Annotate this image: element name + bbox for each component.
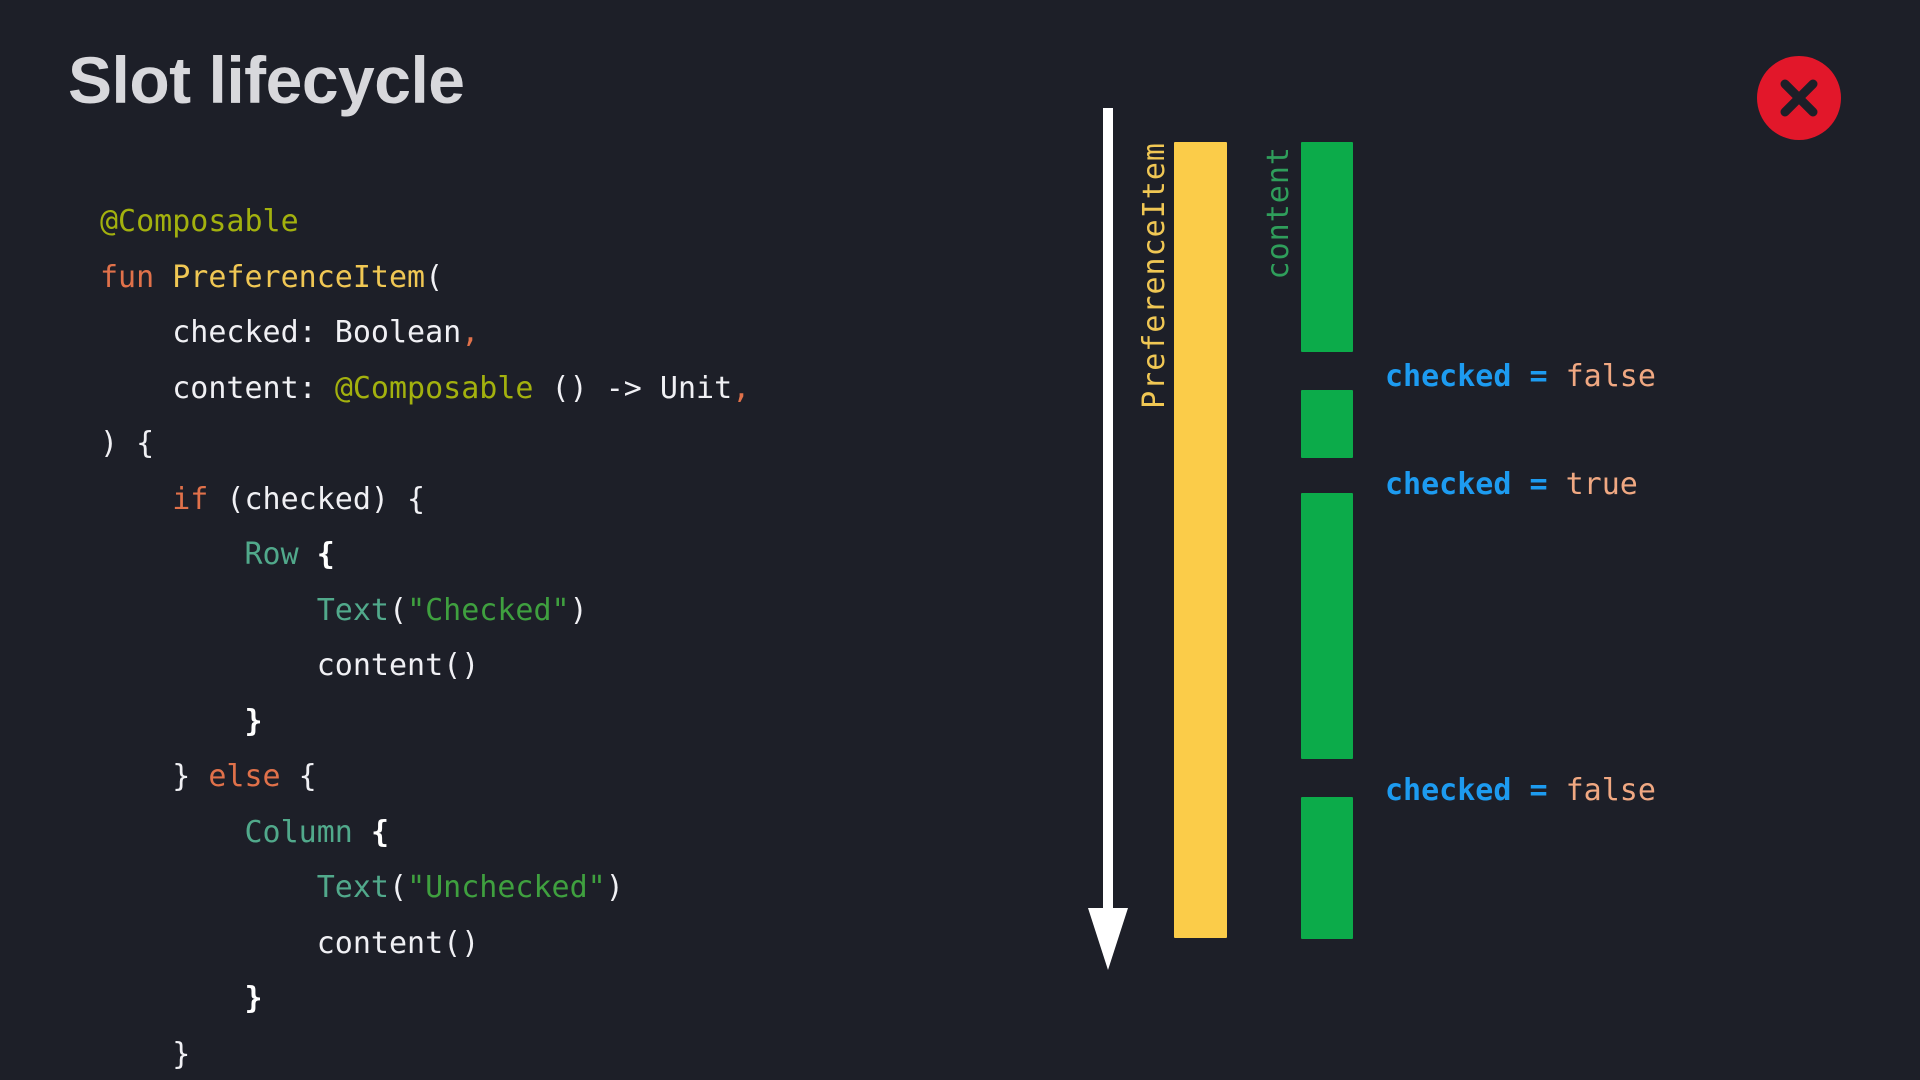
- code-line: checked: Boolean,: [100, 305, 750, 361]
- code-line: content(): [100, 916, 750, 972]
- code-token: }: [100, 1036, 191, 1072]
- code-token: fun: [100, 259, 173, 295]
- code-line: ) {: [100, 416, 750, 472]
- code-line: Text("Checked"): [100, 583, 750, 639]
- code-token: @Composable: [334, 370, 534, 406]
- state-label-key: checked =: [1385, 773, 1548, 808]
- code-token: }: [100, 759, 209, 794]
- code-token: ,: [732, 370, 751, 406]
- state-label-key: checked =: [1385, 467, 1548, 502]
- lifetime-bar-content: [1301, 142, 1353, 352]
- state-label: checked = true: [1385, 467, 1638, 502]
- code-token: "Unchecked": [407, 870, 606, 905]
- code-line: Row {: [100, 527, 750, 583]
- code-line: }: [100, 1027, 750, 1080]
- code-line: @Composable: [100, 194, 750, 250]
- track-label-content: content: [1261, 146, 1296, 280]
- code-token: Text: [316, 870, 389, 905]
- code-token: if: [172, 481, 209, 517]
- time-arrow-icon: [1082, 108, 1134, 983]
- state-label-value: true: [1547, 467, 1638, 502]
- code-line: content: @Composable () -> Unit,: [100, 361, 750, 417]
- code-token: (: [389, 592, 408, 628]
- code-token: ) {: [100, 426, 155, 461]
- code-token: content(): [100, 925, 480, 961]
- code-line: content(): [100, 638, 750, 694]
- lifetime-bar-content: [1301, 797, 1353, 939]
- code-token: (: [389, 870, 408, 905]
- state-label-value: false: [1547, 773, 1656, 808]
- code-line: } else {: [100, 749, 750, 805]
- code-token: ,: [461, 315, 480, 350]
- lifetime-bar-preferenceitem: [1174, 142, 1227, 938]
- code-line: }: [100, 694, 750, 750]
- code-token: checked: Boolean: [100, 315, 462, 350]
- code-token: {: [280, 759, 317, 794]
- state-label-key: checked =: [1385, 359, 1548, 394]
- code-token: ): [569, 592, 588, 628]
- track-label-preferenceitem: PreferenceItem: [1137, 142, 1172, 409]
- code-token: Column: [244, 814, 353, 850]
- code-token: () -> Unit: [533, 370, 733, 406]
- code-line: }: [100, 971, 750, 1027]
- code-line: fun PreferenceItem(: [100, 250, 750, 306]
- code-line: if (checked) {: [100, 472, 750, 528]
- code-token: Text: [316, 592, 389, 628]
- code-token: {: [316, 537, 335, 572]
- close-button[interactable]: [1757, 56, 1841, 140]
- code-token: else: [208, 759, 281, 794]
- lifetime-bar-content: [1301, 493, 1353, 759]
- code-token: Row: [244, 537, 299, 572]
- code-token: (: [425, 259, 444, 295]
- state-label: checked = false: [1385, 359, 1656, 394]
- code-token: @Composable: [100, 204, 299, 239]
- code-line: Column {: [100, 805, 750, 861]
- close-icon: [1780, 79, 1818, 117]
- state-label: checked = false: [1385, 773, 1656, 808]
- code-line: Text("Unchecked"): [100, 860, 750, 916]
- state-label-value: false: [1547, 359, 1656, 394]
- code-token: content:: [100, 370, 335, 406]
- lifetime-bar-content: [1301, 390, 1353, 458]
- code-token: }: [244, 981, 263, 1016]
- code-token: PreferenceItem: [172, 259, 426, 295]
- code-token: "Checked": [407, 592, 570, 628]
- page-title: Slot lifecycle: [68, 43, 465, 117]
- code-token: {: [370, 814, 389, 850]
- code-token: (checked) {: [208, 481, 426, 517]
- code-token: ): [605, 870, 624, 905]
- code-token: }: [244, 703, 263, 739]
- code-token: content(): [100, 648, 480, 683]
